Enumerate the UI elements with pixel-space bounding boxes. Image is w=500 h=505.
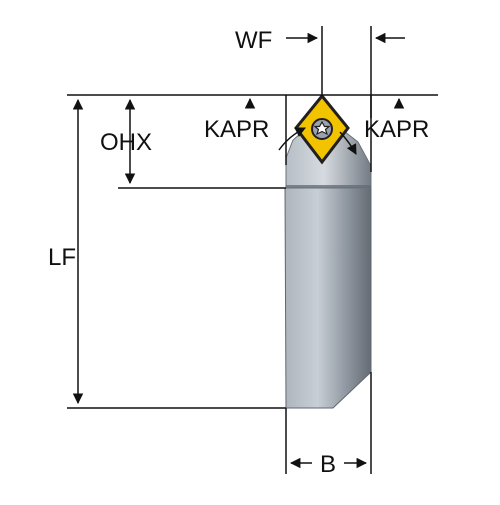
b-label: B	[320, 451, 336, 478]
right-kapr-arc	[339, 131, 357, 155]
kapr-right-label: KAPR	[364, 116, 429, 143]
holder-shank	[284, 187, 372, 409]
kapr-left-label: KAPR	[204, 116, 269, 143]
left-kapr-arc	[278, 127, 306, 151]
lf-label: LF	[48, 244, 76, 271]
wf-label: WF	[235, 27, 272, 54]
holder-head-shadow	[286, 185, 371, 188]
torx-screw-icon	[313, 120, 331, 136]
ohx-label: OHX	[100, 129, 152, 156]
